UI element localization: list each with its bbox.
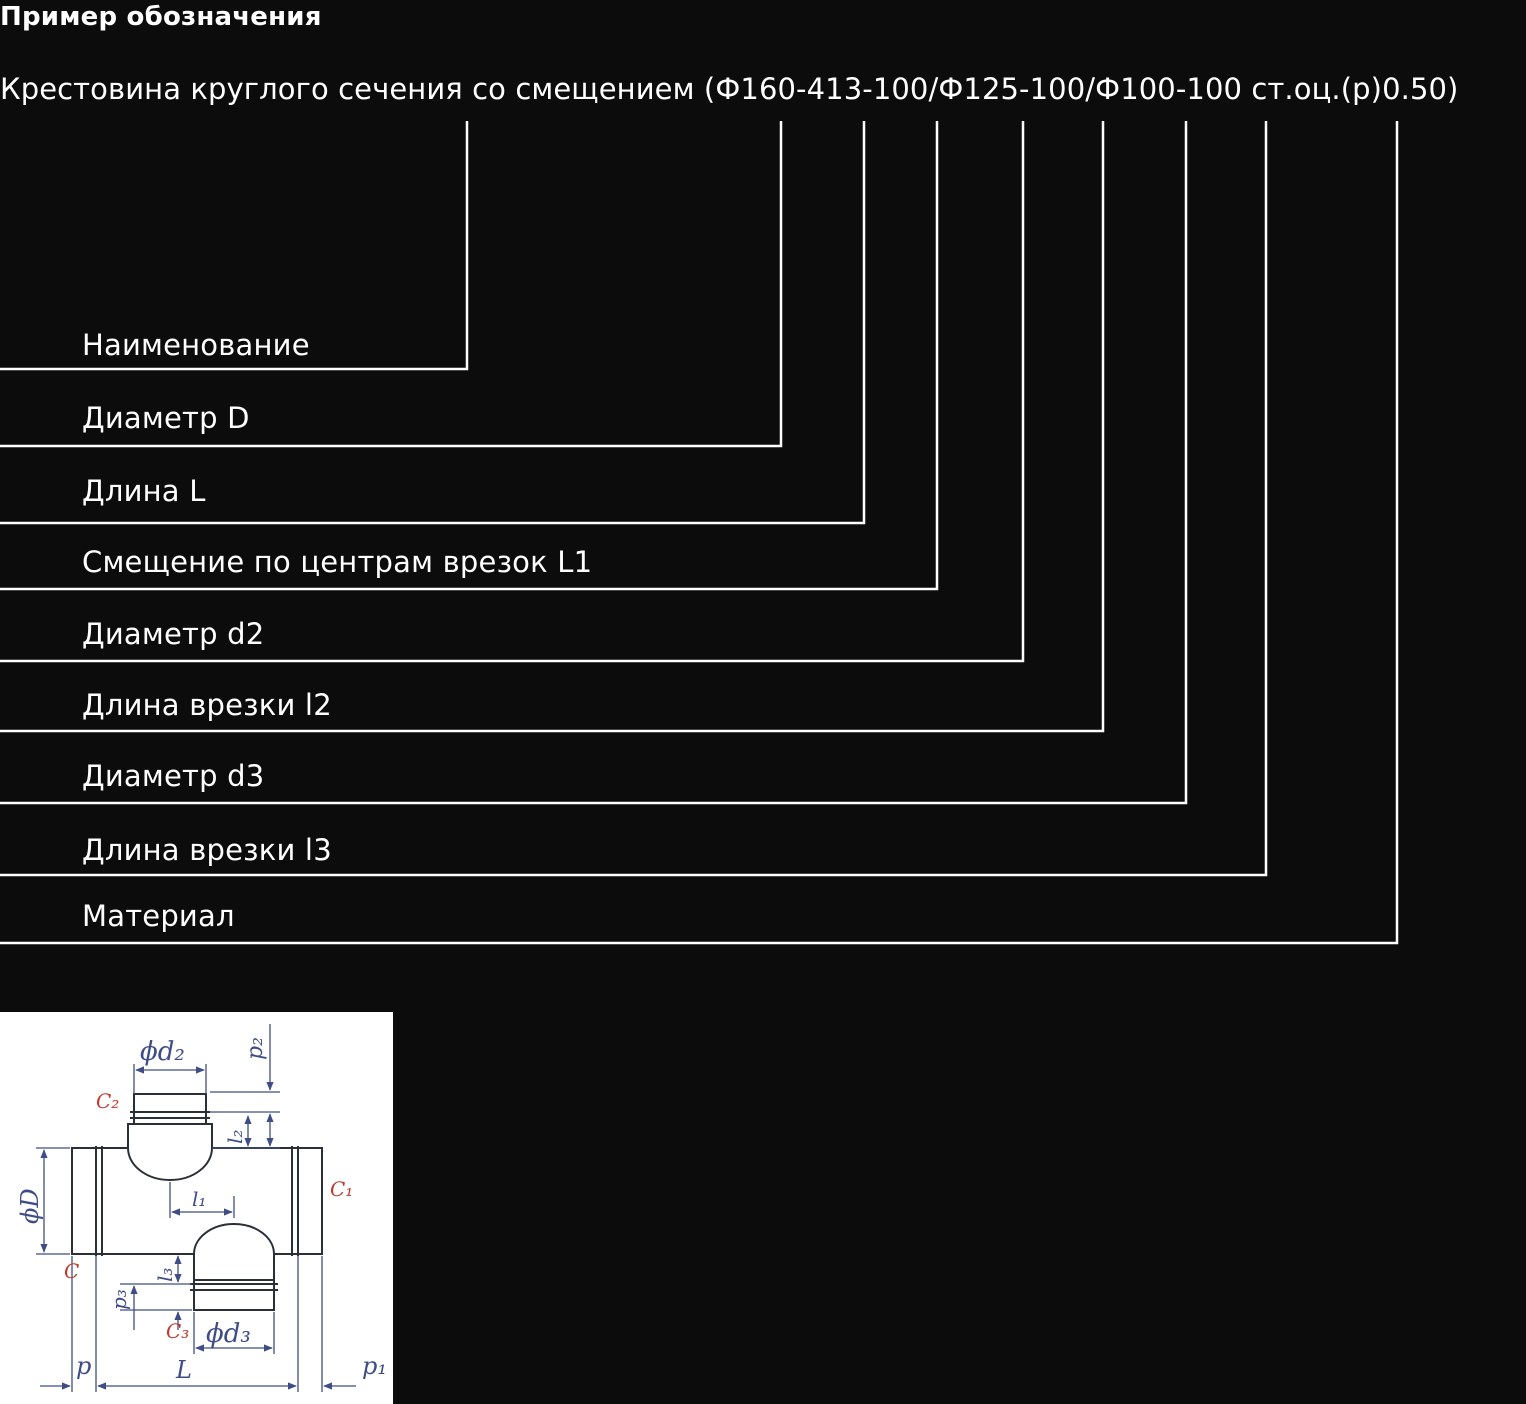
legend-item-name: Наименование [82,328,310,362]
label-l3: l₃ [153,1268,177,1282]
leader-line-diameter-d3 [0,121,1188,805]
legend-item-length-l2: Длина врезки l2 [82,688,332,722]
legend-item-length-l: Длина L [82,474,206,508]
label-d2: ϕd₂ [140,1037,185,1067]
label-l2: l₂ [223,1130,247,1144]
leader-line-diameter-d [0,121,783,448]
label-c1: C₁ [330,1177,353,1201]
label-p1: p₁ [362,1352,387,1380]
legend-item-diameter-d: Диаметр D [82,401,250,435]
leader-line-diameter-d2 [0,121,1025,663]
legend-item-diameter-d2: Диаметр d2 [82,617,265,651]
label-c2: C₂ [96,1089,119,1113]
legend-item-offset-l1: Смещение по центрам врезок L1 [82,545,593,579]
label-D: ϕD [16,1188,44,1224]
section-heading: Пример обозначения [0,2,322,32]
leader-line-length-l2 [0,121,1105,733]
leader-line-length-l3 [0,121,1268,877]
dimension-lines [36,1024,356,1392]
leader-line-offset-l1 [0,121,939,591]
label-p: p [76,1352,91,1380]
label-p2: p₂ [243,1037,268,1060]
legend-item-material: Материал [82,899,235,933]
label-p3: p₃ [107,1289,131,1310]
fitting-body [71,1093,323,1311]
leader-line-material [0,121,1399,945]
leader-line-name [0,121,469,371]
label-L: L [175,1356,192,1384]
legend-item-length-l3: Длина врезки l3 [82,833,332,867]
label-c3: C₃ [166,1319,189,1343]
designation-code: Крестовина круглого сечения со смещением… [0,72,1459,106]
label-c: C [64,1259,79,1283]
label-d3: ϕd₃ [206,1319,251,1349]
cross-fitting-drawing: ϕd₂ p₂ l₂ ϕD l₁ l₃ p₃ ϕd₃ p L p₁ C₂ C₁ C… [0,1012,393,1404]
label-l1: l₁ [192,1187,206,1211]
leader-line-length-l [0,121,866,525]
technical-drawing: ϕd₂ p₂ l₂ ϕD l₁ l₃ p₃ ϕd₃ p L p₁ C₂ C₁ C… [16,1024,387,1392]
leader-lines [0,121,1399,945]
legend-item-diameter-d3: Диаметр d3 [82,759,265,793]
